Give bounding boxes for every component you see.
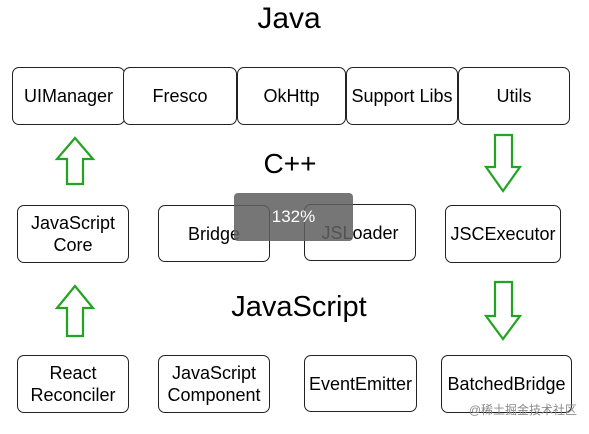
zoom-level-overlay: 132%: [234, 193, 353, 241]
up-arrow-icon: [54, 136, 96, 186]
jscexecutor-box: JSCExecutor: [445, 205, 561, 263]
javascript-core-box: JavaScript Core: [17, 205, 129, 263]
down-arrow-icon: [483, 280, 523, 341]
uimanager-box: UIManager: [12, 67, 125, 125]
support-libs-box: Support Libs: [346, 67, 458, 125]
event-emitter-box: EventEmitter: [304, 355, 417, 412]
react-reconciler-box: React Reconciler: [17, 355, 129, 413]
java-section-title: Java: [257, 2, 321, 35]
fresco-box: Fresco: [123, 67, 237, 125]
up-arrow-icon: [54, 284, 96, 338]
cpp-section-title: C++: [263, 148, 317, 179]
batched-bridge-box: BatchedBridge: [441, 355, 572, 413]
down-arrow-icon: [483, 133, 523, 193]
javascript-component-box: JavaScript Component: [158, 355, 270, 413]
okhttp-box: OkHttp: [237, 67, 346, 125]
javascript-section-title: JavaScript: [231, 291, 367, 323]
watermark-credit: @稀土掘金技术社区: [468, 403, 577, 417]
utils-box: Utils: [458, 67, 570, 125]
